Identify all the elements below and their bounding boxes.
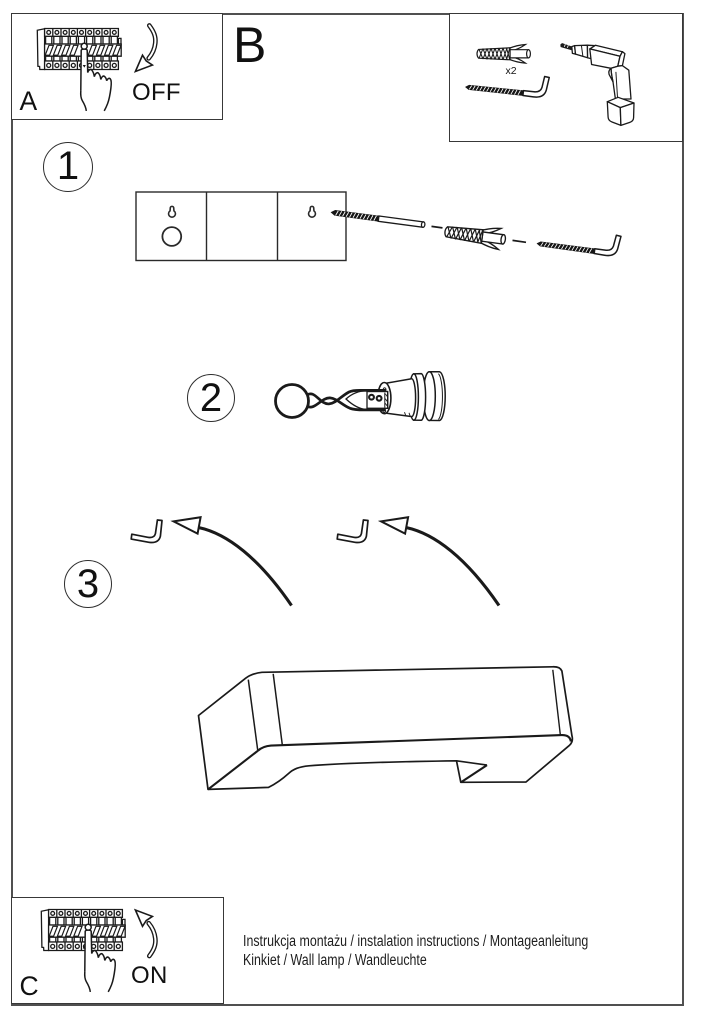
breaker-panel-c-icon — [40, 908, 126, 993]
plate-hole-icon — [161, 226, 183, 247]
screw-icon — [330, 209, 426, 229]
breaker-panel-a-icon — [36, 27, 122, 112]
step-1-number: 1 — [56, 144, 80, 188]
swing-arrow-left-icon — [172, 515, 294, 608]
wire-loop-icon — [274, 383, 310, 419]
footer-product-line: Kinkiet / Wall lamp / Wandleuchte — [243, 951, 427, 969]
step-1-badge: 1 — [43, 141, 93, 192]
wall-plug-icon — [476, 43, 532, 64]
anchor-quantity-label: x2 — [505, 65, 517, 77]
box-b-label: B — [233, 17, 267, 73]
keyhole-slot-left-icon — [167, 205, 177, 218]
wall-plug-step1-icon — [442, 220, 508, 251]
footer-instructions-line: Instrukcja montażu / instalation instruc… — [243, 933, 589, 950]
keyhole-slot-right-icon — [307, 205, 317, 218]
lamp-outline — [197, 665, 574, 791]
lamp-socket-icon — [376, 370, 446, 422]
press-up-marker — [82, 946, 86, 949]
box-a-label: A — [19, 85, 38, 116]
step-3-number: 3 — [76, 561, 100, 606]
off-label: OFF — [132, 78, 181, 106]
swing-arrow-right-icon — [379, 515, 501, 608]
drill-icon — [560, 43, 635, 127]
box-c-label: C — [19, 971, 39, 1001]
step3-figure — [130, 515, 501, 608]
hook-left-icon — [130, 519, 163, 544]
socket-terminal-and-wires-icon — [305, 388, 389, 412]
press-down-marker — [82, 65, 86, 68]
box-b — [449, 13, 683, 142]
hook-screw-step1-icon — [536, 224, 622, 258]
axis-dash-1 — [431, 225, 443, 229]
on-arrow-icon — [135, 910, 155, 956]
step-2-badge: 2 — [187, 374, 235, 422]
page-border — [11, 13, 684, 1006]
step-2-number: 2 — [199, 375, 223, 420]
step1-figure — [135, 191, 622, 262]
wall-lamp-body-icon — [197, 665, 574, 791]
mounting-plate-icon — [135, 191, 347, 262]
off-arrow-icon — [135, 26, 155, 72]
step2-figure — [274, 370, 446, 422]
step-3-badge: 3 — [64, 560, 112, 608]
box-b-items — [464, 43, 635, 127]
hook-screw-b-icon — [464, 67, 551, 100]
on-label: ON — [131, 962, 168, 989]
hook-right-icon — [336, 519, 369, 544]
axis-dash-2 — [512, 239, 527, 244]
